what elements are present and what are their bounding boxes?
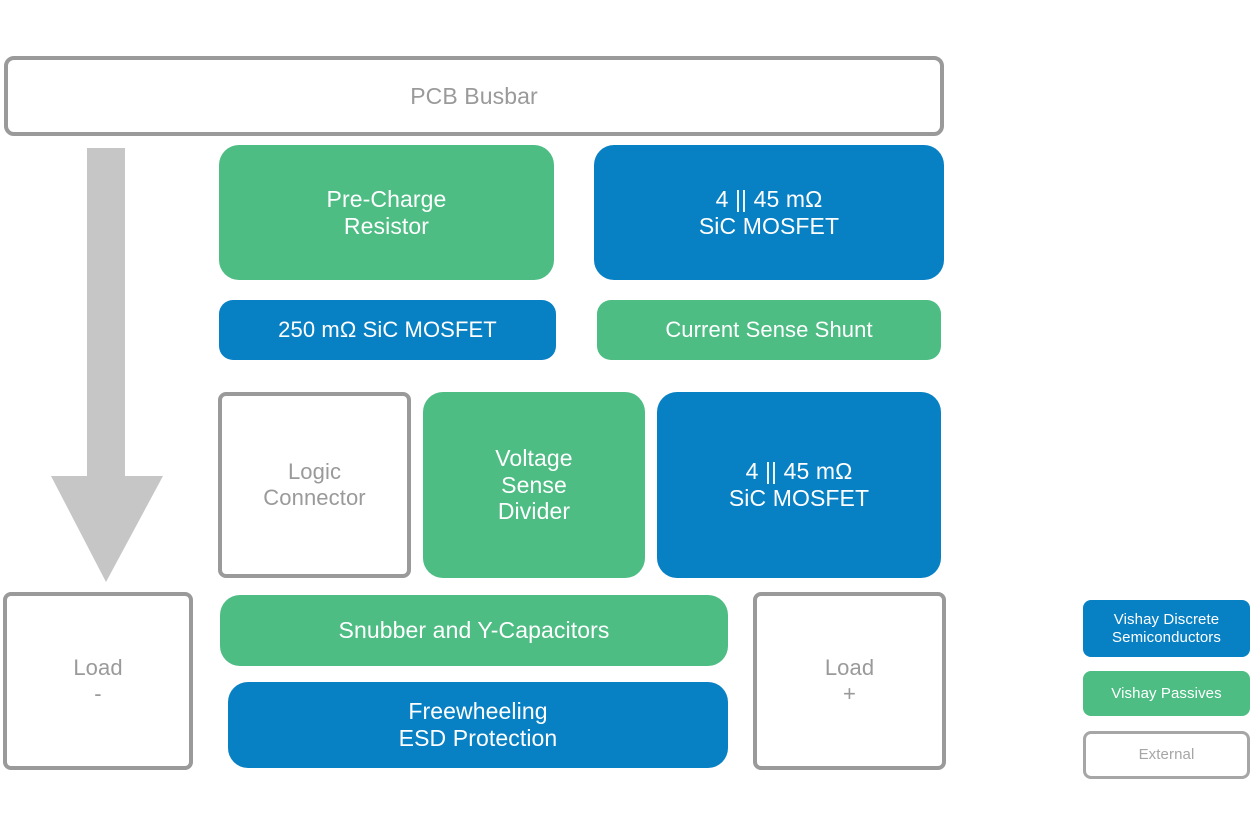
legend-item-external: External bbox=[1083, 731, 1250, 779]
block-pre-charge-resistor: Pre-Charge Resistor bbox=[219, 145, 554, 280]
block-sic-mosfet-bottom: 4 || 45 mΩ SiC MOSFET bbox=[657, 392, 941, 578]
block-sic-mosfet-250: 250 mΩ SiC MOSFET bbox=[219, 300, 556, 360]
block-voltage-sense-divider: Voltage Sense Divider bbox=[423, 392, 645, 578]
block-pcb-busbar: PCB Busbar bbox=[4, 56, 944, 136]
legend-item-vishay-passives: Vishay Passives bbox=[1083, 671, 1250, 716]
block-logic-connector: Logic Connector bbox=[218, 392, 411, 578]
block-load-negative: Load - bbox=[3, 592, 193, 770]
block-snubber-y-capacitors: Snubber and Y-Capacitors bbox=[220, 595, 728, 666]
block-sic-mosfet-top: 4 || 45 mΩ SiC MOSFET bbox=[594, 145, 944, 280]
block-freewheeling-esd-protection: Freewheeling ESD Protection bbox=[228, 682, 728, 768]
block-current-sense-shunt: Current Sense Shunt bbox=[597, 300, 941, 360]
current-flow-arrow bbox=[48, 148, 166, 582]
legend-item-vishay-discrete-semiconductors: Vishay Discrete Semiconductors bbox=[1083, 600, 1250, 657]
block-load-positive: Load + bbox=[753, 592, 946, 770]
